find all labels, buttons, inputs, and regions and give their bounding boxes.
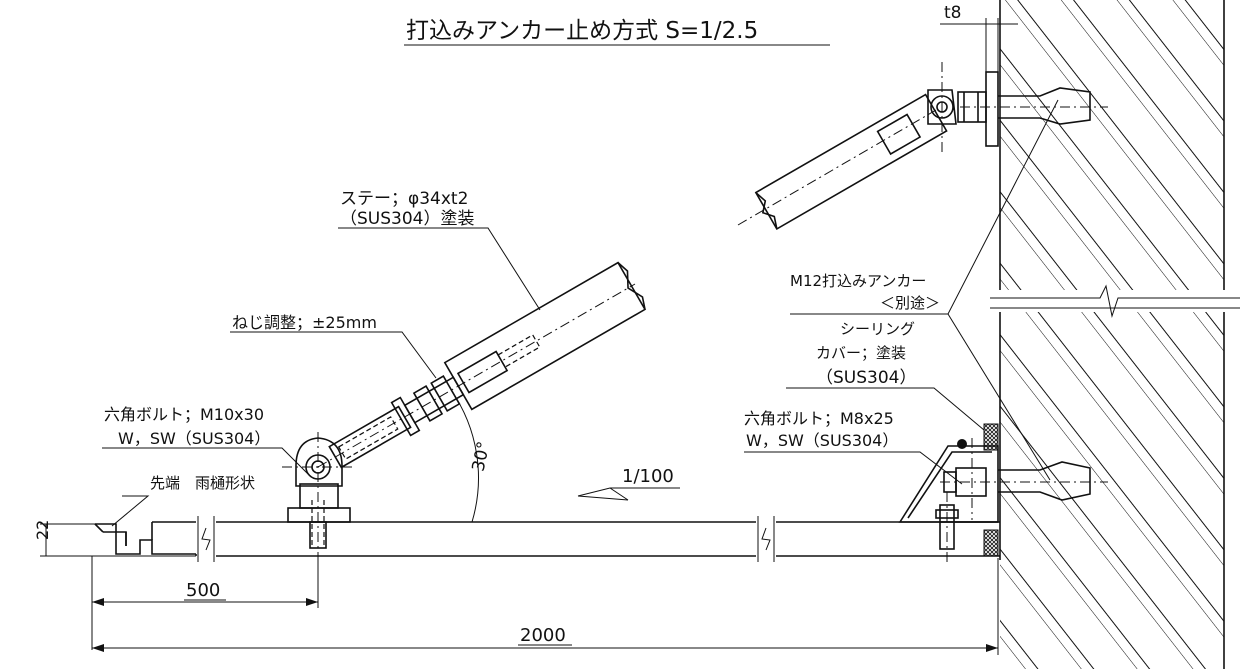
- anchor-label-line2: ＜別途＞: [880, 294, 940, 312]
- stay-label-line2: （SUS304）塗装: [340, 208, 474, 229]
- plate-thickness-label: t8: [944, 3, 961, 23]
- angle-label: 30°: [469, 440, 495, 474]
- tip-to-bolt-dimension: 500: [91, 556, 319, 650]
- screw-label: ねじ調整；±25mm: [232, 313, 377, 332]
- tip-to-bolt-label: 500: [186, 580, 220, 601]
- total-dimension: 2000: [92, 558, 999, 655]
- leader-lines: [102, 99, 1059, 527]
- slope-indicator: 1/100: [577, 466, 680, 501]
- cover-label-line1: カバー；塗装: [816, 344, 906, 362]
- height-dimension: 22: [33, 520, 196, 557]
- height-dimension-label: 22: [33, 520, 52, 540]
- stay-rod-left: [317, 261, 647, 469]
- cover-label-line2: （SUS304）: [816, 368, 916, 388]
- bolt-left-label-line1: 六角ボルト；M10x30: [104, 405, 264, 424]
- tip-label: 先端 雨樋形状: [150, 474, 255, 492]
- slope-label: 1/100: [622, 466, 674, 487]
- canopy-slab: [94, 516, 1000, 562]
- bolt-left-label-line2: W，SW（SUS304）: [118, 429, 270, 448]
- bolt-right-label-line2: W，SW（SUS304）: [746, 431, 898, 450]
- concrete-wall: [990, 0, 1240, 669]
- annotations: ステー；φ34xt2 （SUS304）塗装 ねじ調整；±25mm 六角ボルト；M…: [104, 189, 940, 492]
- total-dimension-label: 2000: [520, 625, 566, 646]
- lower-wall-bracket: [898, 423, 1108, 566]
- bolt-right-label-line1: 六角ボルト；M8x25: [744, 409, 894, 428]
- stay-label-line1: ステー；φ34xt2: [340, 189, 468, 209]
- anchor-label-line1: M12打込みアンカー: [790, 272, 926, 290]
- drawing-title: 打込みアンカー止め方式 S=1/2.5: [406, 18, 758, 44]
- angle-indicator: 30°: [450, 389, 495, 523]
- plate-thickness-dimension: t8: [940, 3, 1018, 72]
- sealing-label: シーリング: [840, 320, 915, 338]
- upper-wall-bracket: [737, 62, 1108, 231]
